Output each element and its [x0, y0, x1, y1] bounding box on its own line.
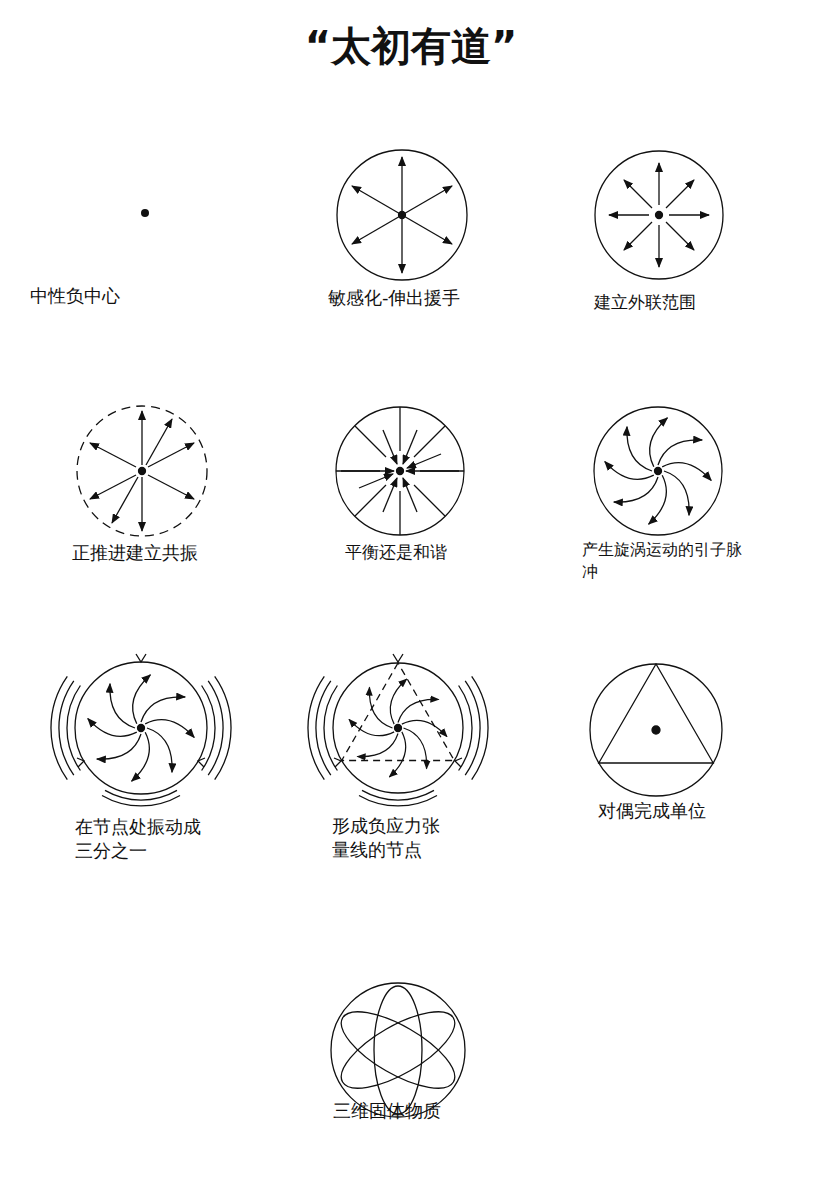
figure-vortex [594, 407, 722, 535]
center-dot [141, 209, 149, 217]
figure-resonance [77, 406, 207, 536]
figure-caption: 中性负中心 [30, 284, 230, 308]
figure-caption: 产生旋涡运动的引子脉冲 [582, 539, 748, 582]
figure-vibration [51, 654, 231, 806]
figure-caption: 对偶完成单位 [598, 799, 798, 823]
figure-unit [590, 664, 722, 796]
figure-balance [336, 407, 464, 535]
figure-caption: 敏感化-伸出援手 [328, 286, 528, 310]
figure-range [595, 151, 723, 279]
figure-tension-nodes [308, 654, 488, 806]
figure-caption: 三维固体物质 [333, 1099, 533, 1123]
figure-caption: 在节点处振动成三分之一 [75, 815, 207, 864]
page-title: “太初有道” [0, 22, 822, 70]
figure-solid-matter [331, 983, 466, 1117]
figure-sensitize [337, 150, 467, 280]
figure-caption: 建立外联范围 [594, 291, 794, 314]
figure-caption: 形成负应力张量线的节点 [332, 814, 447, 863]
figure-caption: 平衡还是和谐 [345, 541, 545, 564]
figure-caption: 正推进建立共振 [72, 541, 272, 565]
